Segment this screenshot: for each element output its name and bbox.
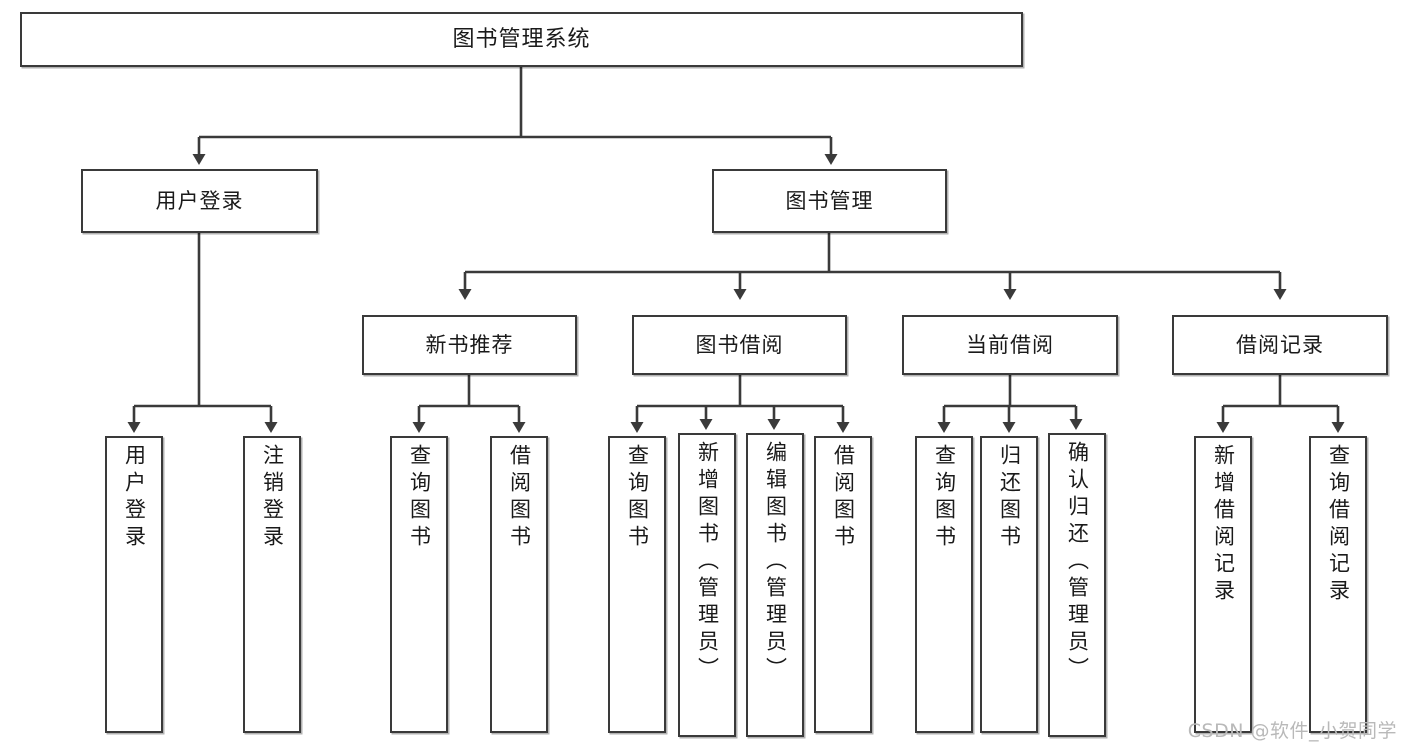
node-label: 借阅图书 bbox=[831, 444, 856, 552]
node-new-book-recommend[interactable]: 新书推荐 bbox=[362, 315, 577, 375]
leaf-borrow-record-query-record[interactable]: 查询借阅记录 bbox=[1309, 436, 1367, 733]
node-label: 查询图书 bbox=[625, 444, 650, 552]
leaf-current-borrow-query-book[interactable]: 查询图书 bbox=[915, 436, 973, 733]
leaf-user-login-logout[interactable]: 注销登录 bbox=[243, 436, 301, 733]
node-book-borrow[interactable]: 图书借阅 bbox=[632, 315, 847, 375]
leaf-user-login-login[interactable]: 用户登录 bbox=[105, 436, 163, 733]
leaf-book-borrow-edit-book-admin[interactable]: 编辑图书（管理员） bbox=[746, 433, 804, 737]
leaf-book-borrow-add-book-admin[interactable]: 新增图书（管理员） bbox=[678, 433, 736, 737]
node-root-book-management-system[interactable]: 图书管理系统 bbox=[20, 12, 1023, 67]
leaf-book-borrow-query-book[interactable]: 查询图书 bbox=[608, 436, 666, 733]
node-user-login[interactable]: 用户登录 bbox=[81, 169, 318, 233]
node-label: 图书借阅 bbox=[695, 332, 784, 357]
node-label: 查询图书 bbox=[932, 444, 957, 552]
node-label: 当前借阅 bbox=[966, 332, 1054, 357]
node-label: 用户登录 bbox=[155, 188, 244, 213]
node-borrow-record[interactable]: 借阅记录 bbox=[1172, 315, 1388, 375]
node-label: 借阅记录 bbox=[1236, 332, 1324, 357]
node-label: 注销登录 bbox=[260, 444, 285, 552]
node-label: 新增图书（管理员） bbox=[695, 441, 720, 684]
node-current-borrow[interactable]: 当前借阅 bbox=[902, 315, 1118, 375]
node-label: 借阅图书 bbox=[507, 444, 532, 552]
leaf-new-book-borrow-book[interactable]: 借阅图书 bbox=[490, 436, 548, 733]
node-label: 查询借阅记录 bbox=[1326, 444, 1351, 606]
leaf-current-borrow-return-book[interactable]: 归还图书 bbox=[980, 436, 1038, 733]
node-label: 用户登录 bbox=[122, 444, 147, 552]
node-label: 查询图书 bbox=[407, 444, 432, 552]
node-label: 新增借阅记录 bbox=[1211, 444, 1236, 606]
node-label: 图书管理系统 bbox=[452, 26, 591, 52]
node-label: 编辑图书（管理员） bbox=[763, 441, 788, 684]
leaf-new-book-query-book[interactable]: 查询图书 bbox=[390, 436, 448, 733]
node-label: 新书推荐 bbox=[425, 332, 514, 357]
node-book-management[interactable]: 图书管理 bbox=[712, 169, 947, 233]
node-label: 图书管理 bbox=[785, 188, 874, 213]
leaf-current-borrow-confirm-return-admin[interactable]: 确认归还（管理员） bbox=[1048, 433, 1106, 737]
node-label: 归还图书 bbox=[997, 444, 1022, 552]
node-label: 确认归还（管理员） bbox=[1065, 441, 1090, 684]
leaf-book-borrow-borrow-book[interactable]: 借阅图书 bbox=[814, 436, 872, 733]
leaf-borrow-record-add-record[interactable]: 新增借阅记录 bbox=[1194, 436, 1252, 733]
